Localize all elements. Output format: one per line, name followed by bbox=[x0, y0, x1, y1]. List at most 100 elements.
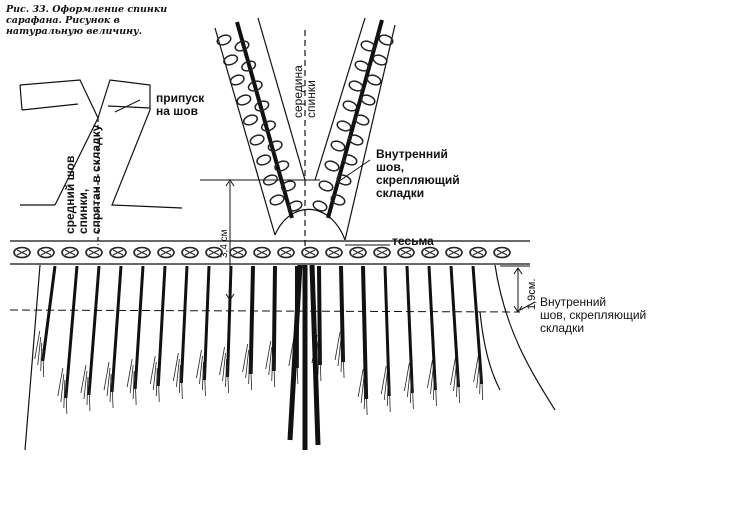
label-center-back: середина спинки bbox=[291, 65, 318, 118]
braid-bead bbox=[253, 246, 271, 259]
pleat-hatch bbox=[473, 353, 480, 383]
strap-bead bbox=[242, 114, 259, 126]
left-strap-outer-edge bbox=[214, 27, 276, 236]
pleat-fold bbox=[449, 265, 461, 388]
strap-bead bbox=[366, 74, 382, 86]
pleat-hatch bbox=[219, 346, 225, 376]
pattern-right-outline bbox=[97, 79, 183, 209]
pleat-hatch bbox=[458, 374, 460, 404]
strap-bead bbox=[342, 100, 358, 112]
caption-line: сарафана. Рисунок в bbox=[6, 15, 120, 26]
skirt-left-edge bbox=[24, 264, 41, 451]
label-line: Внутренний bbox=[540, 295, 607, 309]
braid-bead bbox=[133, 246, 151, 259]
label-line: спинки bbox=[304, 80, 318, 118]
pleat-hatch bbox=[450, 356, 456, 386]
pleat-hatch bbox=[435, 377, 437, 407]
inner-seam-line bbox=[9, 309, 521, 313]
pleat-fold bbox=[226, 265, 233, 378]
pleat-fold bbox=[202, 265, 211, 381]
strap-bead bbox=[348, 134, 364, 146]
pleat-fold bbox=[427, 265, 437, 391]
strap-bead bbox=[342, 154, 358, 166]
pleat-hatch bbox=[132, 370, 135, 400]
figure-caption: Рис. 33. Оформление спинки сарафана. Рис… bbox=[6, 4, 167, 37]
pleat-hatch bbox=[109, 373, 112, 403]
pleat-hatch bbox=[430, 365, 434, 395]
pleat-fold bbox=[156, 265, 167, 387]
pleat-fold bbox=[110, 265, 123, 393]
braid-bead-stitch bbox=[112, 249, 124, 256]
braid-bead bbox=[349, 246, 367, 259]
label-line: шов, bbox=[376, 160, 405, 174]
pleat-hatch bbox=[157, 373, 160, 403]
strap-bead bbox=[348, 80, 364, 92]
pleat-hatch bbox=[225, 358, 227, 388]
strap-bead bbox=[269, 194, 285, 206]
strap-bead bbox=[360, 40, 376, 52]
pleat-hatch bbox=[204, 367, 206, 397]
label-inner-seam-bottom: Внутренний шов, скрепляющий складки bbox=[540, 296, 646, 335]
leader-lines bbox=[337, 159, 536, 311]
pleat-hatch bbox=[433, 371, 435, 401]
pleat-fold bbox=[64, 265, 79, 399]
pleat-hatch bbox=[40, 342, 43, 372]
braid-bead-stitch bbox=[376, 249, 388, 256]
pleat-hatch bbox=[129, 364, 134, 394]
pleat-hatch bbox=[83, 370, 88, 400]
braid-bead bbox=[373, 246, 391, 259]
braid-bead-stitch bbox=[352, 249, 364, 256]
pleat-fold bbox=[471, 265, 484, 385]
pleat-hatch bbox=[268, 346, 273, 376]
pleat-hatch bbox=[403, 362, 410, 392]
label-line: шов, скрепляющий bbox=[540, 308, 647, 322]
braid-bead-stitch bbox=[448, 249, 460, 256]
pleat-hatch bbox=[202, 361, 204, 391]
braid-bead bbox=[493, 246, 511, 259]
pleat-hatch bbox=[199, 355, 203, 385]
braid-bead bbox=[325, 246, 343, 259]
braid-bead-stitch bbox=[208, 249, 220, 256]
pleat-hatch bbox=[175, 358, 180, 388]
dim-left-arrow-top bbox=[225, 179, 235, 187]
pleat-fold bbox=[361, 265, 369, 400]
braid-bead bbox=[181, 246, 199, 259]
braid-band bbox=[10, 240, 530, 265]
braid-bead-stitch bbox=[88, 249, 100, 256]
pleat-hatch bbox=[248, 355, 251, 385]
braid-bead bbox=[109, 246, 127, 259]
pleat-hatch bbox=[37, 336, 42, 366]
braid-bead-stitch bbox=[256, 249, 268, 256]
braid-bead bbox=[205, 246, 223, 259]
braid-bead-stitch bbox=[280, 249, 292, 256]
pleat-hatch bbox=[57, 367, 64, 397]
strap-bead bbox=[330, 140, 346, 152]
pleat-hatch bbox=[273, 358, 276, 388]
braid-bead bbox=[277, 246, 295, 259]
pleat-fold bbox=[87, 265, 101, 396]
pleat-hatch bbox=[456, 368, 458, 398]
pleat-hatch bbox=[388, 383, 391, 413]
braid-bead bbox=[37, 246, 55, 259]
pleat-fold bbox=[317, 265, 322, 366]
left-strap-seam bbox=[235, 21, 294, 219]
strap-bead bbox=[318, 180, 334, 192]
braid-bead bbox=[61, 246, 79, 259]
pleat-hatch bbox=[242, 343, 249, 373]
label-line: скрепляющий bbox=[376, 173, 460, 187]
strap-bead bbox=[287, 200, 303, 212]
strap-bead bbox=[262, 174, 278, 186]
braid-bead-stitch bbox=[160, 249, 172, 256]
pleat-hatch bbox=[357, 368, 364, 398]
pleat-hatch bbox=[406, 368, 411, 398]
leader-inner-seam-top bbox=[337, 159, 371, 183]
pleat-hatch bbox=[383, 371, 388, 401]
pleat-hatch bbox=[337, 337, 342, 367]
label-dim-left: 3,4 см bbox=[219, 229, 230, 258]
braid-bead-stitch bbox=[496, 249, 508, 256]
strap-bead bbox=[223, 54, 239, 66]
pleat-hatch bbox=[411, 380, 414, 410]
braid-bead bbox=[421, 246, 439, 259]
braid-bead-stitch bbox=[64, 249, 76, 256]
